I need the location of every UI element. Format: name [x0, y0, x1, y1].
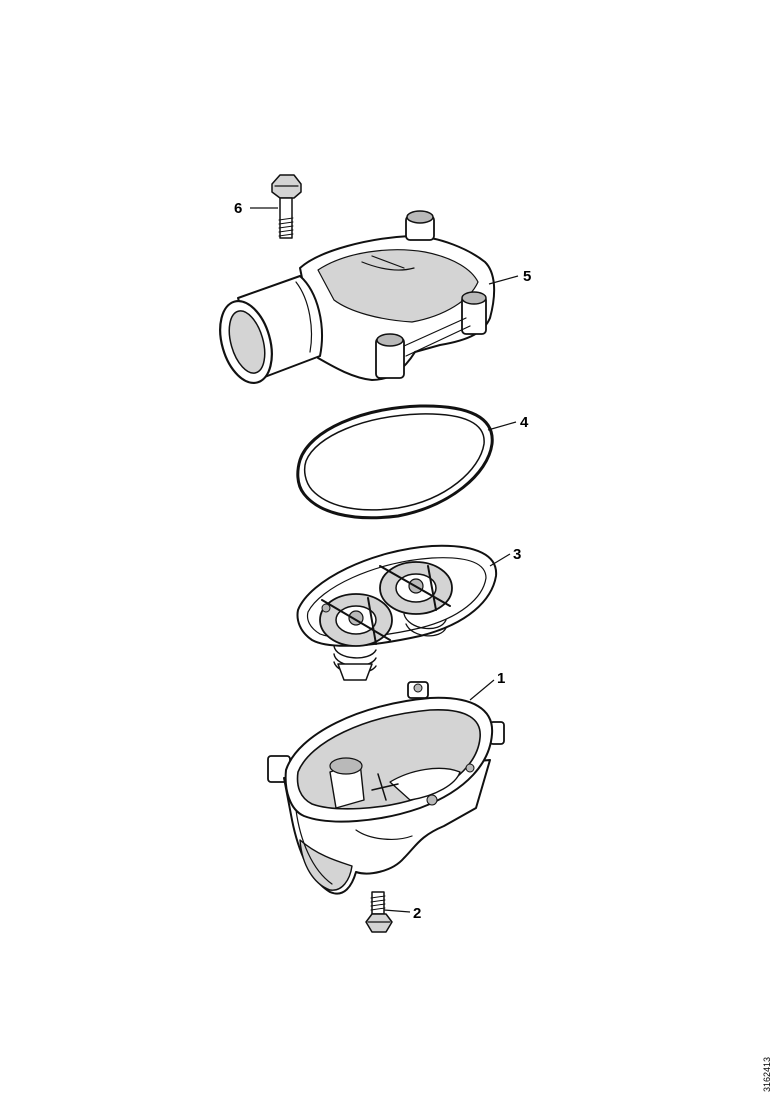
leader-line-4 — [487, 421, 517, 431]
leader-line-1 — [469, 679, 495, 701]
part-5-housing-cover — [219, 210, 496, 385]
callout-5: 5 — [523, 268, 531, 285]
part-3-thermostat-pair — [296, 544, 498, 681]
callout-2: 2 — [413, 905, 421, 922]
leader-line-3 — [489, 553, 511, 567]
callout-4: 4 — [520, 414, 529, 431]
callout-1: 1 — [497, 670, 505, 687]
part-2-bolt — [365, 891, 393, 933]
part-1-housing-base — [267, 681, 505, 895]
part-6-bolt — [271, 174, 302, 239]
leader-line-5 — [488, 275, 519, 285]
leader-line-2 — [383, 909, 411, 913]
reference-code: 3162413 — [762, 1057, 772, 1092]
callout-6: 6 — [234, 200, 242, 217]
leader-lines — [250, 207, 519, 913]
callout-3: 3 — [513, 546, 521, 563]
part-4-seal-ring — [296, 404, 494, 520]
